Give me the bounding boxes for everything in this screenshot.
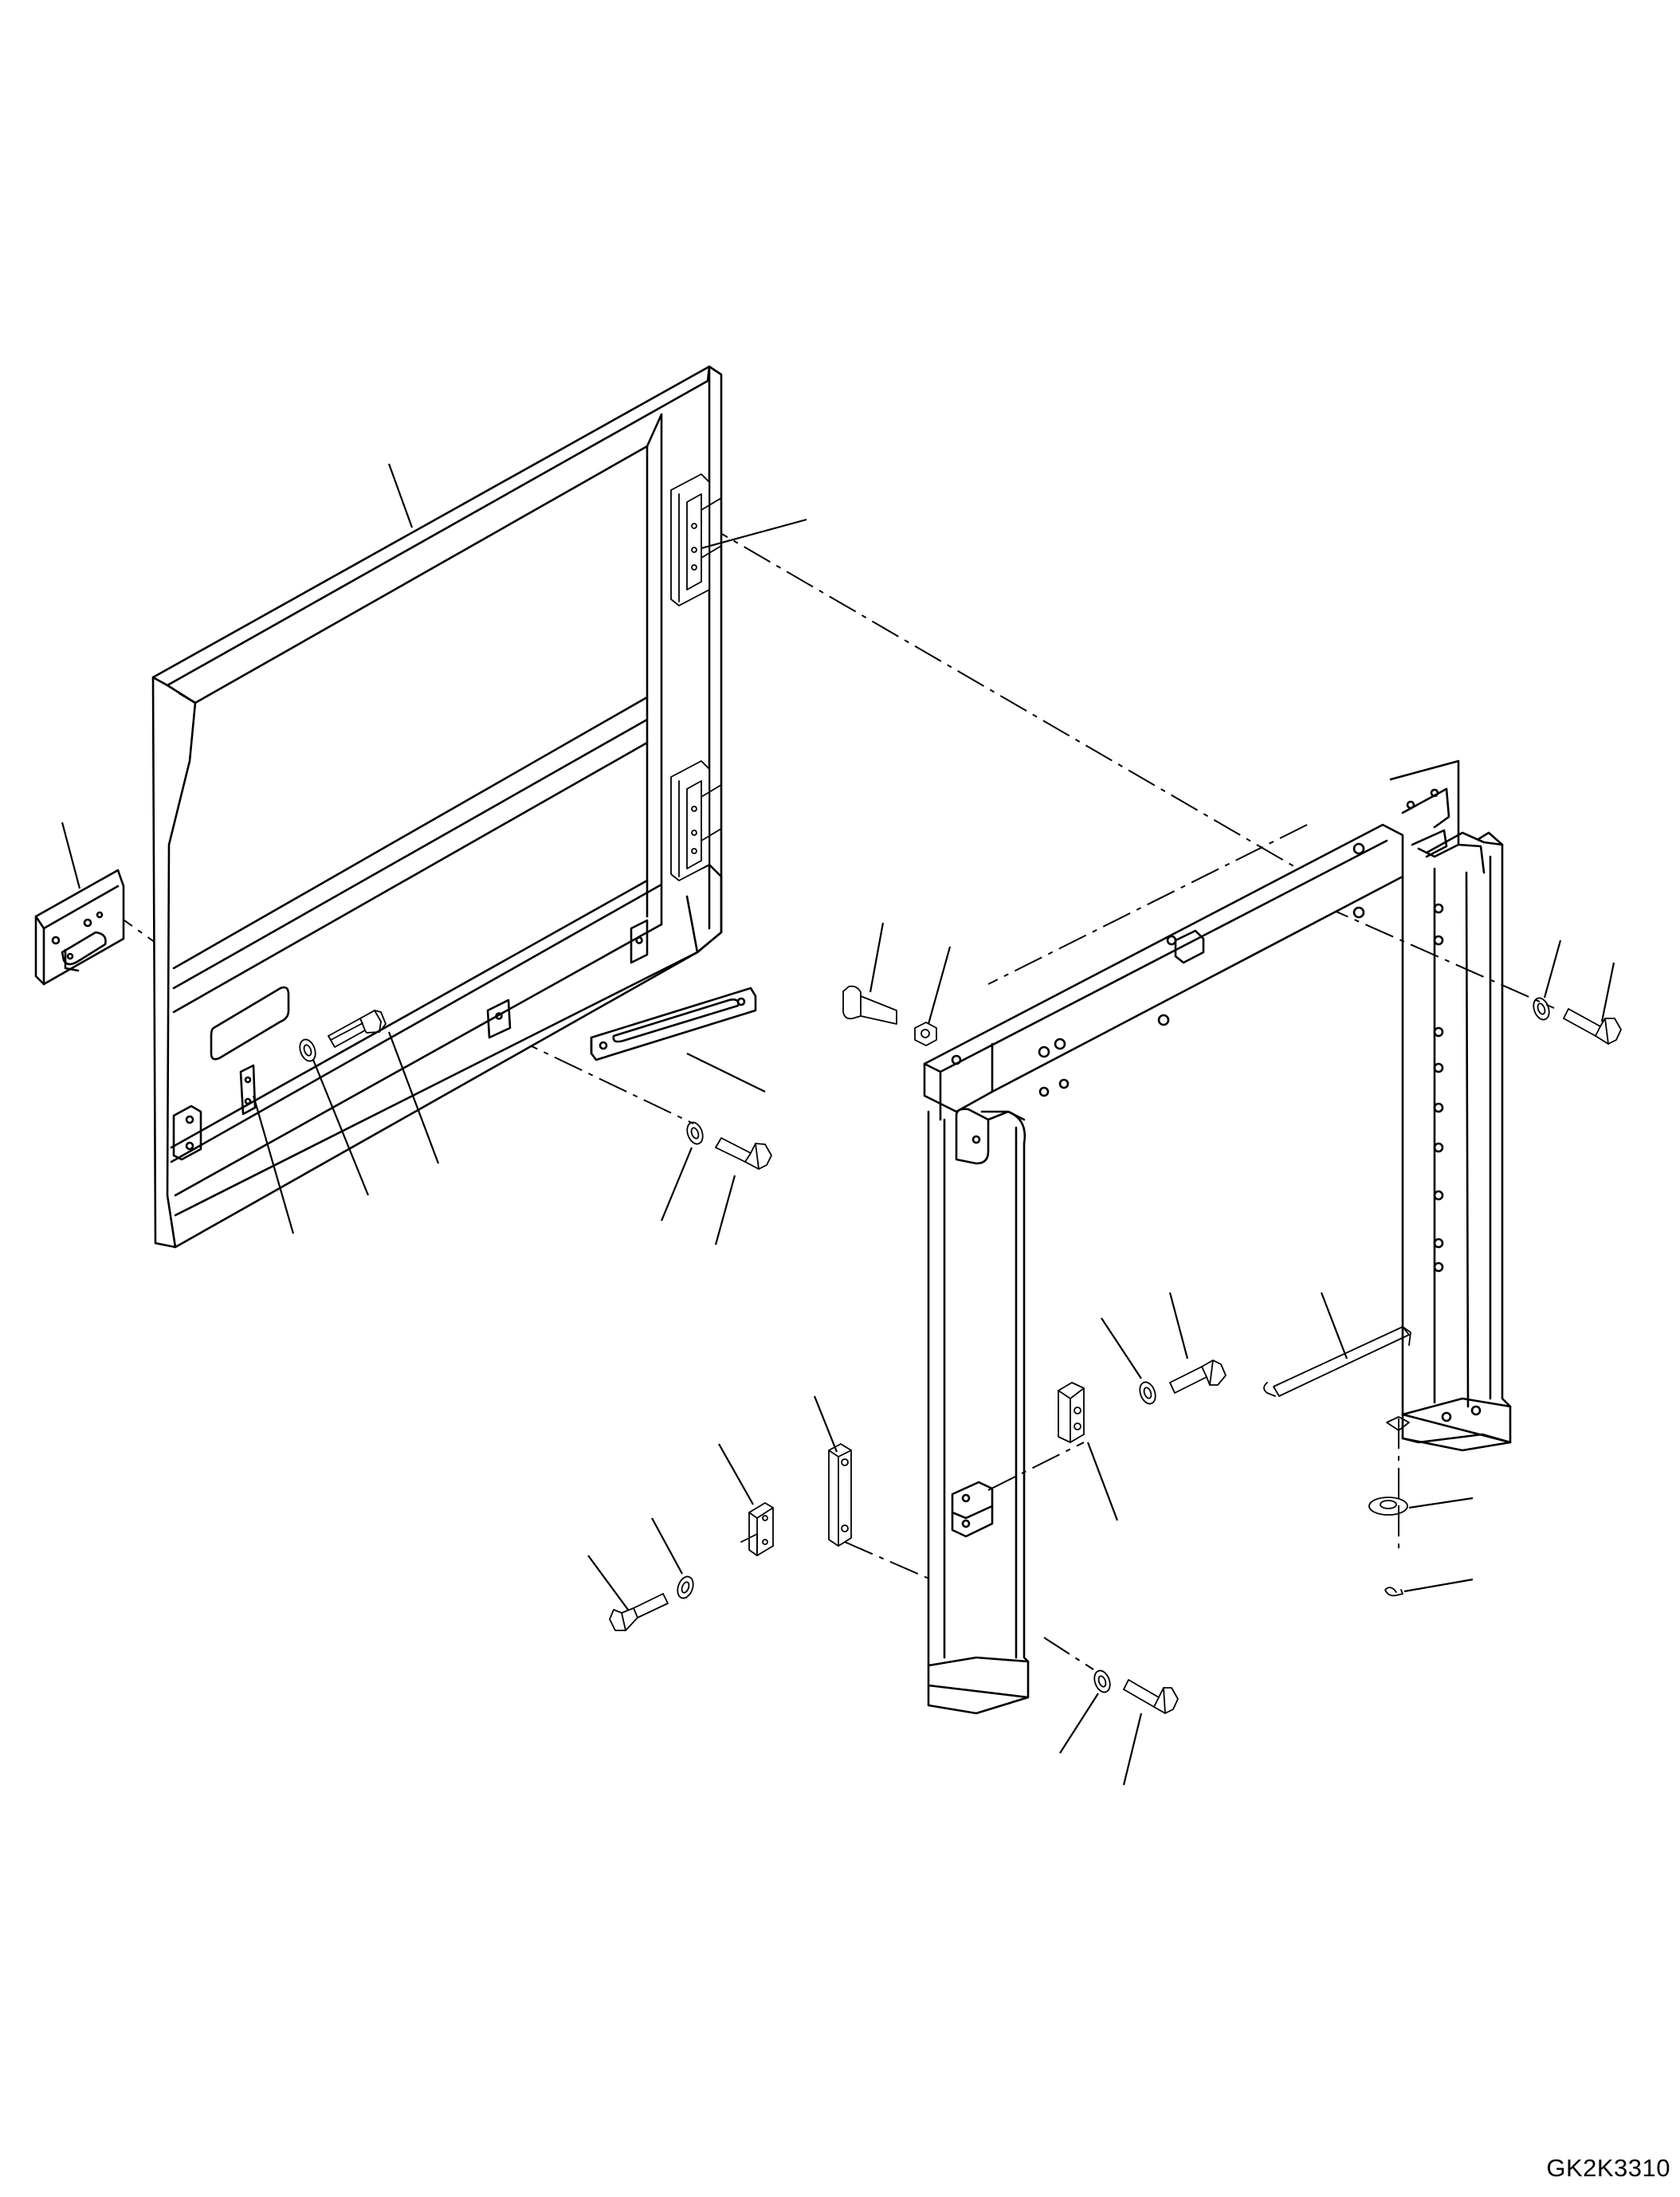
hex-bolt-lower-left-icon [609, 1593, 669, 1631]
latch-hook-icon [740, 1502, 774, 1556]
adjust-bolt-icon [842, 985, 897, 1025]
hex-bolt-right-icon [1563, 1008, 1622, 1045]
hex-nut-icon [914, 1022, 937, 1046]
guide-rail-bracket-icon [590, 987, 757, 1061]
stopper-bracket-icon [1058, 1382, 1085, 1443]
hex-bolt-lower-center-icon [1123, 1679, 1179, 1714]
hex-bolt-center-icon [1169, 1359, 1227, 1394]
rubber-stopper-icon [1368, 1497, 1408, 1516]
washer-rail-icon [686, 1121, 704, 1145]
frame-gate-post-icon [923, 759, 1512, 1715]
drawing-number: GK2K3310 [1546, 2154, 1670, 2182]
washer-right-icon [1533, 997, 1550, 1021]
upper-hinge-icon [670, 473, 722, 606]
washer-door-icon [299, 1038, 316, 1062]
retaining-clip-icon [1384, 1587, 1403, 1597]
stay-rod-icon [1263, 1326, 1411, 1431]
washer-lower-left-icon [677, 1575, 694, 1599]
washer-center-icon [1139, 1381, 1156, 1405]
hex-bolt-door-icon [328, 1010, 387, 1048]
lower-hinge-icon [670, 760, 722, 881]
door-panel-icon [151, 365, 723, 1249]
washer-lower-center-icon [1093, 1669, 1111, 1693]
leader-lines [61, 463, 1615, 1786]
hex-bolt-rail-icon [715, 1137, 772, 1170]
latch-bar-icon [828, 1443, 852, 1547]
latch-striker-plate-icon [34, 869, 125, 986]
